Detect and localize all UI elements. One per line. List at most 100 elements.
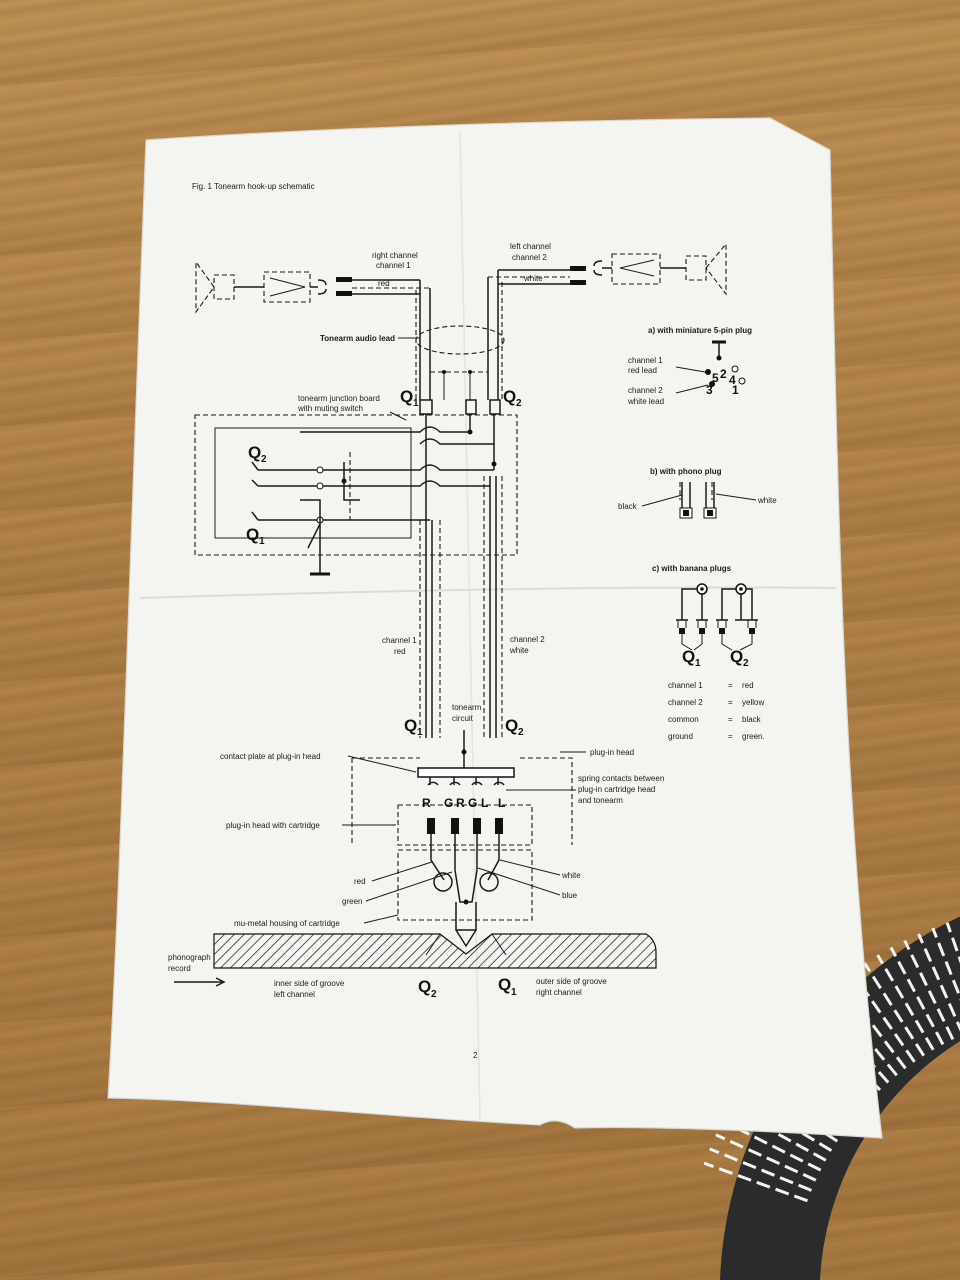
plug-a-ch2-label: channel 2 [628,386,663,395]
q1-groove: Q [498,975,511,994]
outer-groove-label: outer side of groove [536,977,607,986]
legend-color: yellow [742,698,764,707]
legend-name: ground [668,732,693,741]
left-channel-label: left channel [510,242,551,251]
q1-banana-sub: 1 [695,658,701,669]
record-groove [174,933,657,987]
q2-groove: Q [418,977,431,996]
legend-name: channel 2 [668,698,703,707]
legend-eq: = [728,732,733,741]
tonearm-circuit-label-2: circuit [452,714,474,723]
pin-5: 5 [712,371,719,385]
inner-groove-label: inner side of groove [274,979,345,988]
contact-letter: L [498,796,505,810]
plug-a-ch2-lead: white lead [627,397,664,406]
contact-letter: R [456,796,465,810]
page-number: 2 [473,1051,478,1060]
junction-board-label-2: with muting switch [297,404,363,413]
q2-banana: Q [730,647,743,666]
left-wire-color: white [523,274,543,283]
paper-sheet [107,117,883,1139]
tonearm-tube [419,476,503,770]
plug-c-title: c) with banana plugs [652,564,732,573]
q2-tube: Q [505,716,518,735]
junction-board-label: tonearm junction board [298,394,380,403]
spring-contacts-label-2: plug-in cartridge head [578,785,655,794]
right-channel-number: channel 1 [376,261,411,270]
q2-groove-sub: 2 [431,989,437,1000]
q1-groove-sub: 1 [511,987,517,998]
q1-switch-sub: 1 [259,536,265,547]
plug-b-title: b) with phono plug [650,467,722,476]
pin-3: 3 [706,383,713,397]
wire-red-label: red [354,877,366,886]
plug-a-ch1-label: channel 1 [628,356,663,365]
contact-letters: R G R G L L [422,796,505,810]
q2-switch: Q [248,443,261,462]
tube-channel2-color: white [509,646,529,655]
banana-legend: channel 1 = red channel 2 = yellow commo… [668,681,765,741]
q1-banana: Q [682,647,695,666]
tonearm-audio-lead-label: Tonearm audio lead [320,334,395,343]
legend-eq: = [728,698,733,707]
contact-letter: R [422,796,431,810]
legend-eq: = [728,715,733,724]
top-vertical-leads [398,270,505,400]
tube-channel2-label: channel 2 [510,635,545,644]
wire-blue-label: blue [562,891,578,900]
q1-top: Q [400,387,413,406]
contact-letter: G [444,796,453,810]
inner-groove-label-2: left channel [274,990,315,999]
q1-top-sub: 1 [413,398,419,409]
wire-white-label: white [561,871,581,880]
plug-a-ch1-lead: red lead [628,366,657,375]
q1-tube-sub: 1 [417,727,423,738]
legend-color: green. [742,732,765,741]
phono-white-label: white [757,496,777,505]
junction-board [194,399,518,576]
banana-plugs [676,583,758,651]
spring-contacts-label: spring contacts between [578,774,664,783]
q2-top: Q [503,387,516,406]
legend-name: common [668,715,699,724]
outer-groove-label-2: right channel [536,988,582,997]
legend-name: channel 1 [668,681,703,690]
q2-switch-sub: 2 [261,454,267,465]
phono-plug [641,482,757,519]
q2-tube-sub: 2 [518,727,524,738]
tube-channel1-color: red [394,647,406,656]
tube-channel1-label: channel 1 [382,636,417,645]
left-channel-number: channel 2 [512,253,547,262]
q1-tube: Q [404,716,417,735]
phono-black-label: black [618,502,638,511]
plug-a-title: a) with miniature 5-pin plug [648,326,752,335]
q2-top-sub: 2 [516,398,522,409]
legend-color: red [742,681,754,690]
plug-in-head-cartridge-label: plug-in head with cartridge [226,821,320,830]
right-wire-color: red [378,279,390,288]
figure-title: Fig. 1 Tonearm hook-up schematic [192,182,315,191]
legend-eq: = [728,681,733,690]
q2-banana-sub: 2 [743,658,749,669]
q1-switch: Q [246,525,259,544]
pin-4: 4 [729,373,736,387]
pin-2: 2 [720,367,727,381]
right-speaker-amp [195,260,430,314]
plug-in-head [351,757,573,948]
right-channel-label: right channel [372,251,418,260]
phonograph-record-label-2: record [168,964,191,973]
pin-1: 1 [732,383,739,397]
tonearm-circuit-label: tonearm [452,703,482,712]
left-speaker-amp [488,242,727,296]
five-pin-plug [675,340,746,394]
contact-letter: L [481,796,488,810]
contact-plate-label: contact plate at plug-in head [220,752,321,761]
wire-green-label: green [342,897,362,906]
legend-color: black [742,715,762,724]
contact-letter: G [468,796,477,810]
spring-contacts-label-3: and tonearm [578,796,623,805]
mu-metal-label: mu-metal housing of cartridge [234,919,340,928]
plug-in-head-label: plug-in head [590,748,634,757]
phonograph-record-label: phonograph [168,953,211,962]
